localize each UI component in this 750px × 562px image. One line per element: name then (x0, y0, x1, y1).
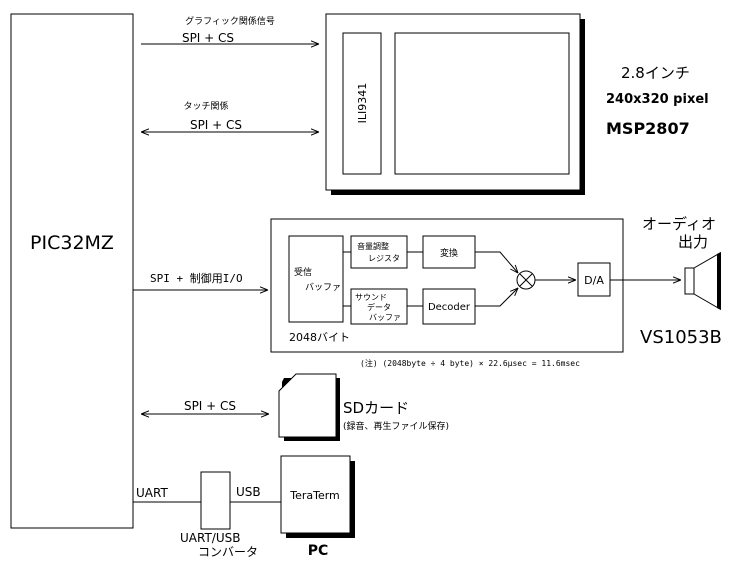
decoder-label: Decoder (428, 302, 471, 313)
audio-output-label: オーディオ 出力 (642, 215, 721, 251)
sd-bus-label: SPI + CS (184, 399, 236, 413)
volume-register-box (350, 235, 408, 269)
pic32mz-box (10, 13, 134, 529)
serial-block: UART UART/USB コンバータ USB TeraTerm PC (133, 455, 355, 559)
convert-label: 変換 (440, 247, 458, 259)
sound-buffer-label: サウンド データ バッファ (355, 293, 401, 322)
graphic-bus-label: SPI + CS (182, 31, 234, 45)
touch-signal-label: タッチ関係 (183, 101, 228, 112)
sound-buffer-line-1: サウンド (355, 293, 387, 302)
speaker-icon (684, 252, 721, 310)
recv-buffer-label: 受信 バッファ (294, 266, 341, 293)
audio-output-line-2: 出力 (678, 233, 708, 251)
pic32mz-block: PIC32MZ (10, 13, 134, 529)
timing-note: (注) (2048byte ÷ 4 byte) × 22.6μsec = 11.… (360, 358, 580, 368)
da-box (577, 262, 611, 297)
lcd-model-label: MSP2807 (606, 119, 690, 138)
uart-label: UART (136, 486, 168, 500)
da-label: D/A (584, 274, 604, 287)
pc-box (280, 455, 351, 534)
buffer-size-label: 2048バイト (289, 331, 350, 344)
usb-label: USB (236, 485, 261, 499)
converter-line-1: UART/USB (180, 531, 240, 545)
ili9341-chip (342, 32, 382, 175)
vs1053b-block: SPI + 制御用I/O 受信 バッファ 2048バイト 音量調整 レジスタ サ… (133, 215, 722, 368)
audio-bus-label: SPI + 制御用I/O (150, 271, 243, 285)
recv-buffer-line-1: 受信 (294, 266, 312, 278)
converter-line-2: コンバータ (198, 545, 258, 559)
sd-card-icon (278, 373, 337, 438)
recv-buffer-line-2: バッファ (305, 282, 341, 293)
volume-register-label: 音量調整 レジスタ (357, 241, 400, 263)
lcd-resolution-label: 240x320 pixel (606, 92, 709, 107)
graphic-signal-label: グラフィック関係信号 (185, 15, 275, 27)
sd-label: SDカード (343, 399, 409, 417)
decoder-to-mixer-arrow (475, 288, 518, 307)
sd-block: SPI + CS SDカード (録音、再生ファイル保存) (141, 373, 449, 441)
volume-register-line-2: レジスタ (368, 254, 400, 263)
recv-buffer-box (288, 235, 344, 323)
lcd-size-label: 2.8インチ (621, 64, 690, 82)
uart-usb-converter-box (200, 471, 231, 530)
lcd-screen (394, 32, 570, 175)
sound-buffer-line-2: データ (367, 302, 391, 312)
sd-note: (録音、再生ファイル保存) (343, 420, 449, 432)
audio-output-line-1: オーディオ (642, 215, 716, 233)
converter-label: UART/USB コンバータ (180, 531, 258, 559)
convert-to-mixer-arrow (475, 251, 518, 273)
sound-buffer-line-3: バッファ (369, 313, 401, 322)
vs1053b-model-label: VS1053B (640, 327, 722, 348)
ili9341-label: ILI9341 (356, 83, 369, 124)
pic32mz-label: PIC32MZ (30, 232, 114, 254)
volume-register-line-1: 音量調整 (357, 241, 389, 251)
touch-bus-label: SPI + CS (190, 118, 242, 132)
mixer-icon (516, 270, 536, 290)
lcd-block: ILI9341 2.8インチ 240x320 pixel MSP2807 グラフ… (141, 13, 709, 195)
teraterm-label: TeraTerm (289, 489, 340, 502)
pc-label: PC (308, 543, 329, 559)
